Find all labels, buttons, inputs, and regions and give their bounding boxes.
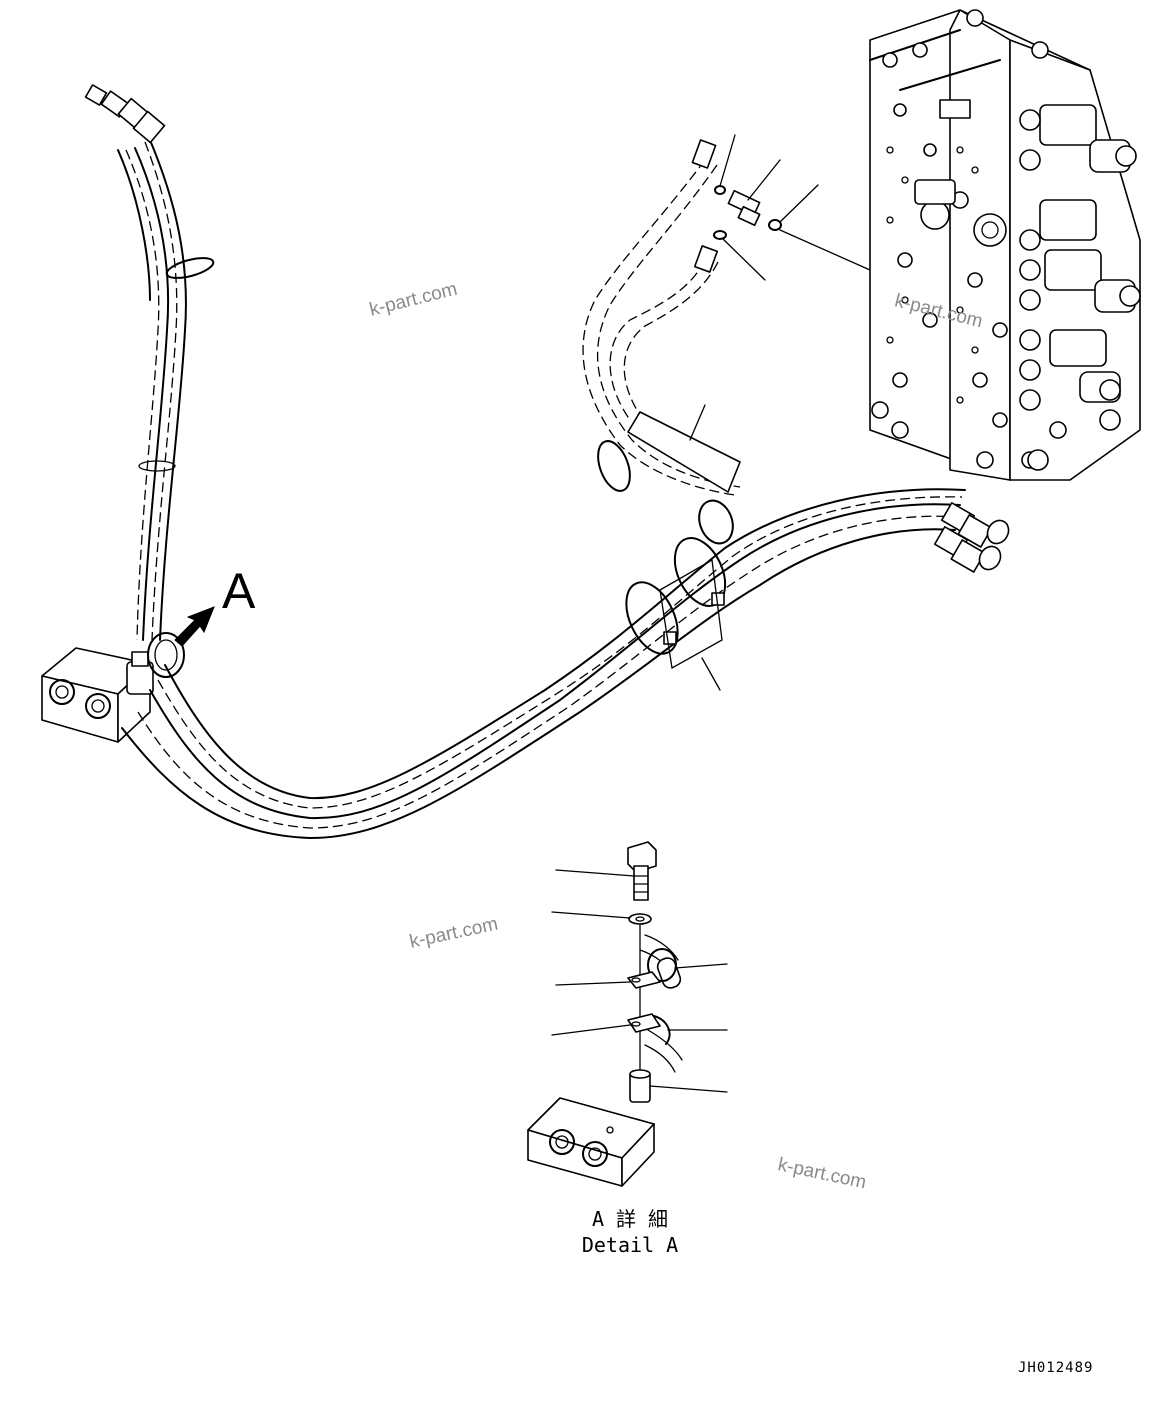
- control-valve: [869, 9, 1141, 481]
- detail-a-view: [527, 841, 728, 1187]
- detail-title-jp: A 詳 細: [591, 1207, 669, 1231]
- main-hose-bundle: [121, 488, 1010, 839]
- view-label-a: A: [222, 563, 256, 619]
- view-arrow-a: [174, 606, 215, 647]
- upper-hoses: [582, 139, 741, 545]
- leader-lines-top: [689, 134, 871, 691]
- left-hose: [84, 84, 215, 641]
- manifold-block: [41, 632, 185, 743]
- detail-title-en: Detail A: [581, 1233, 679, 1257]
- drawing-code: JH012489: [1018, 1360, 1094, 1376]
- small-fittings: [713, 185, 782, 240]
